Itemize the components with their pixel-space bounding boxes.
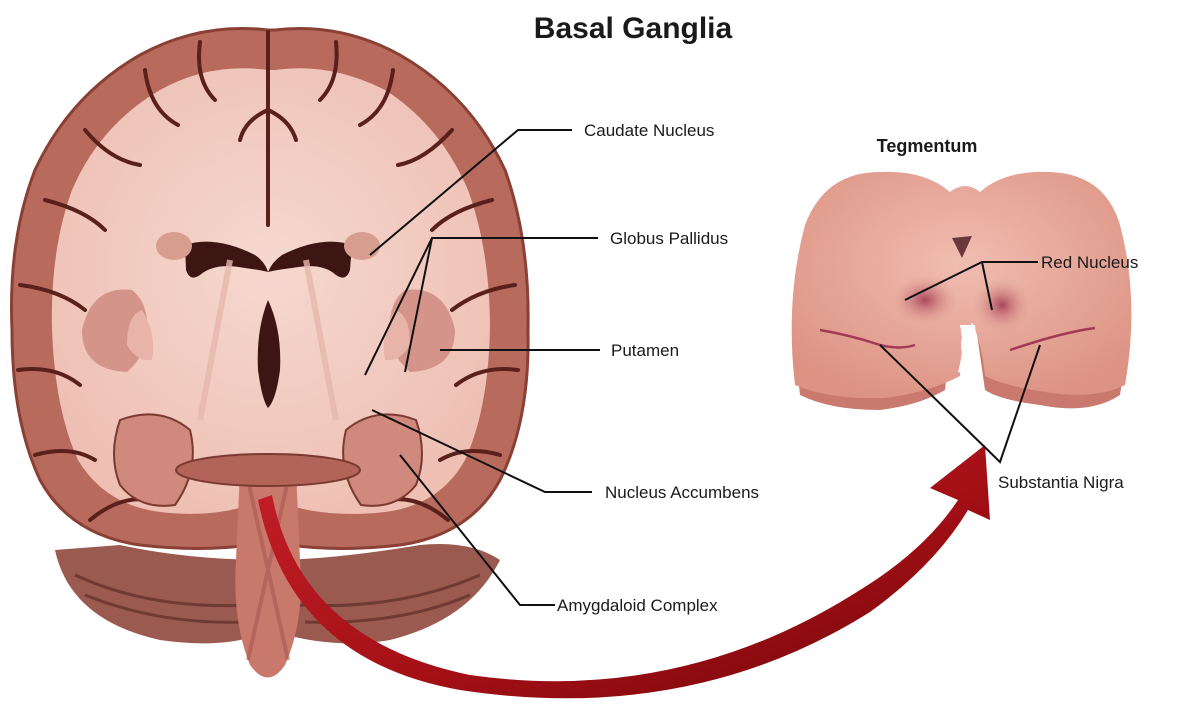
label-nucleus-accumbens: Nucleus Accumbens	[605, 483, 759, 502]
label-caudate-nucleus: Caudate Nucleus	[584, 121, 714, 140]
label-putamen: Putamen	[611, 341, 679, 360]
tegmentum-section	[792, 172, 1132, 410]
coronal-brain-section	[11, 28, 528, 677]
label-globus-pallidus: Globus Pallidus	[610, 229, 728, 248]
diagram-title: Basal Ganglia	[534, 12, 733, 45]
label-red-nucleus: Red Nucleus	[1041, 253, 1138, 272]
label-amygdaloid-complex: Amygdaloid Complex	[557, 596, 718, 615]
inset-title: Tegmentum	[877, 136, 978, 156]
label-substantia-nigra: Substantia Nigra	[998, 473, 1124, 492]
